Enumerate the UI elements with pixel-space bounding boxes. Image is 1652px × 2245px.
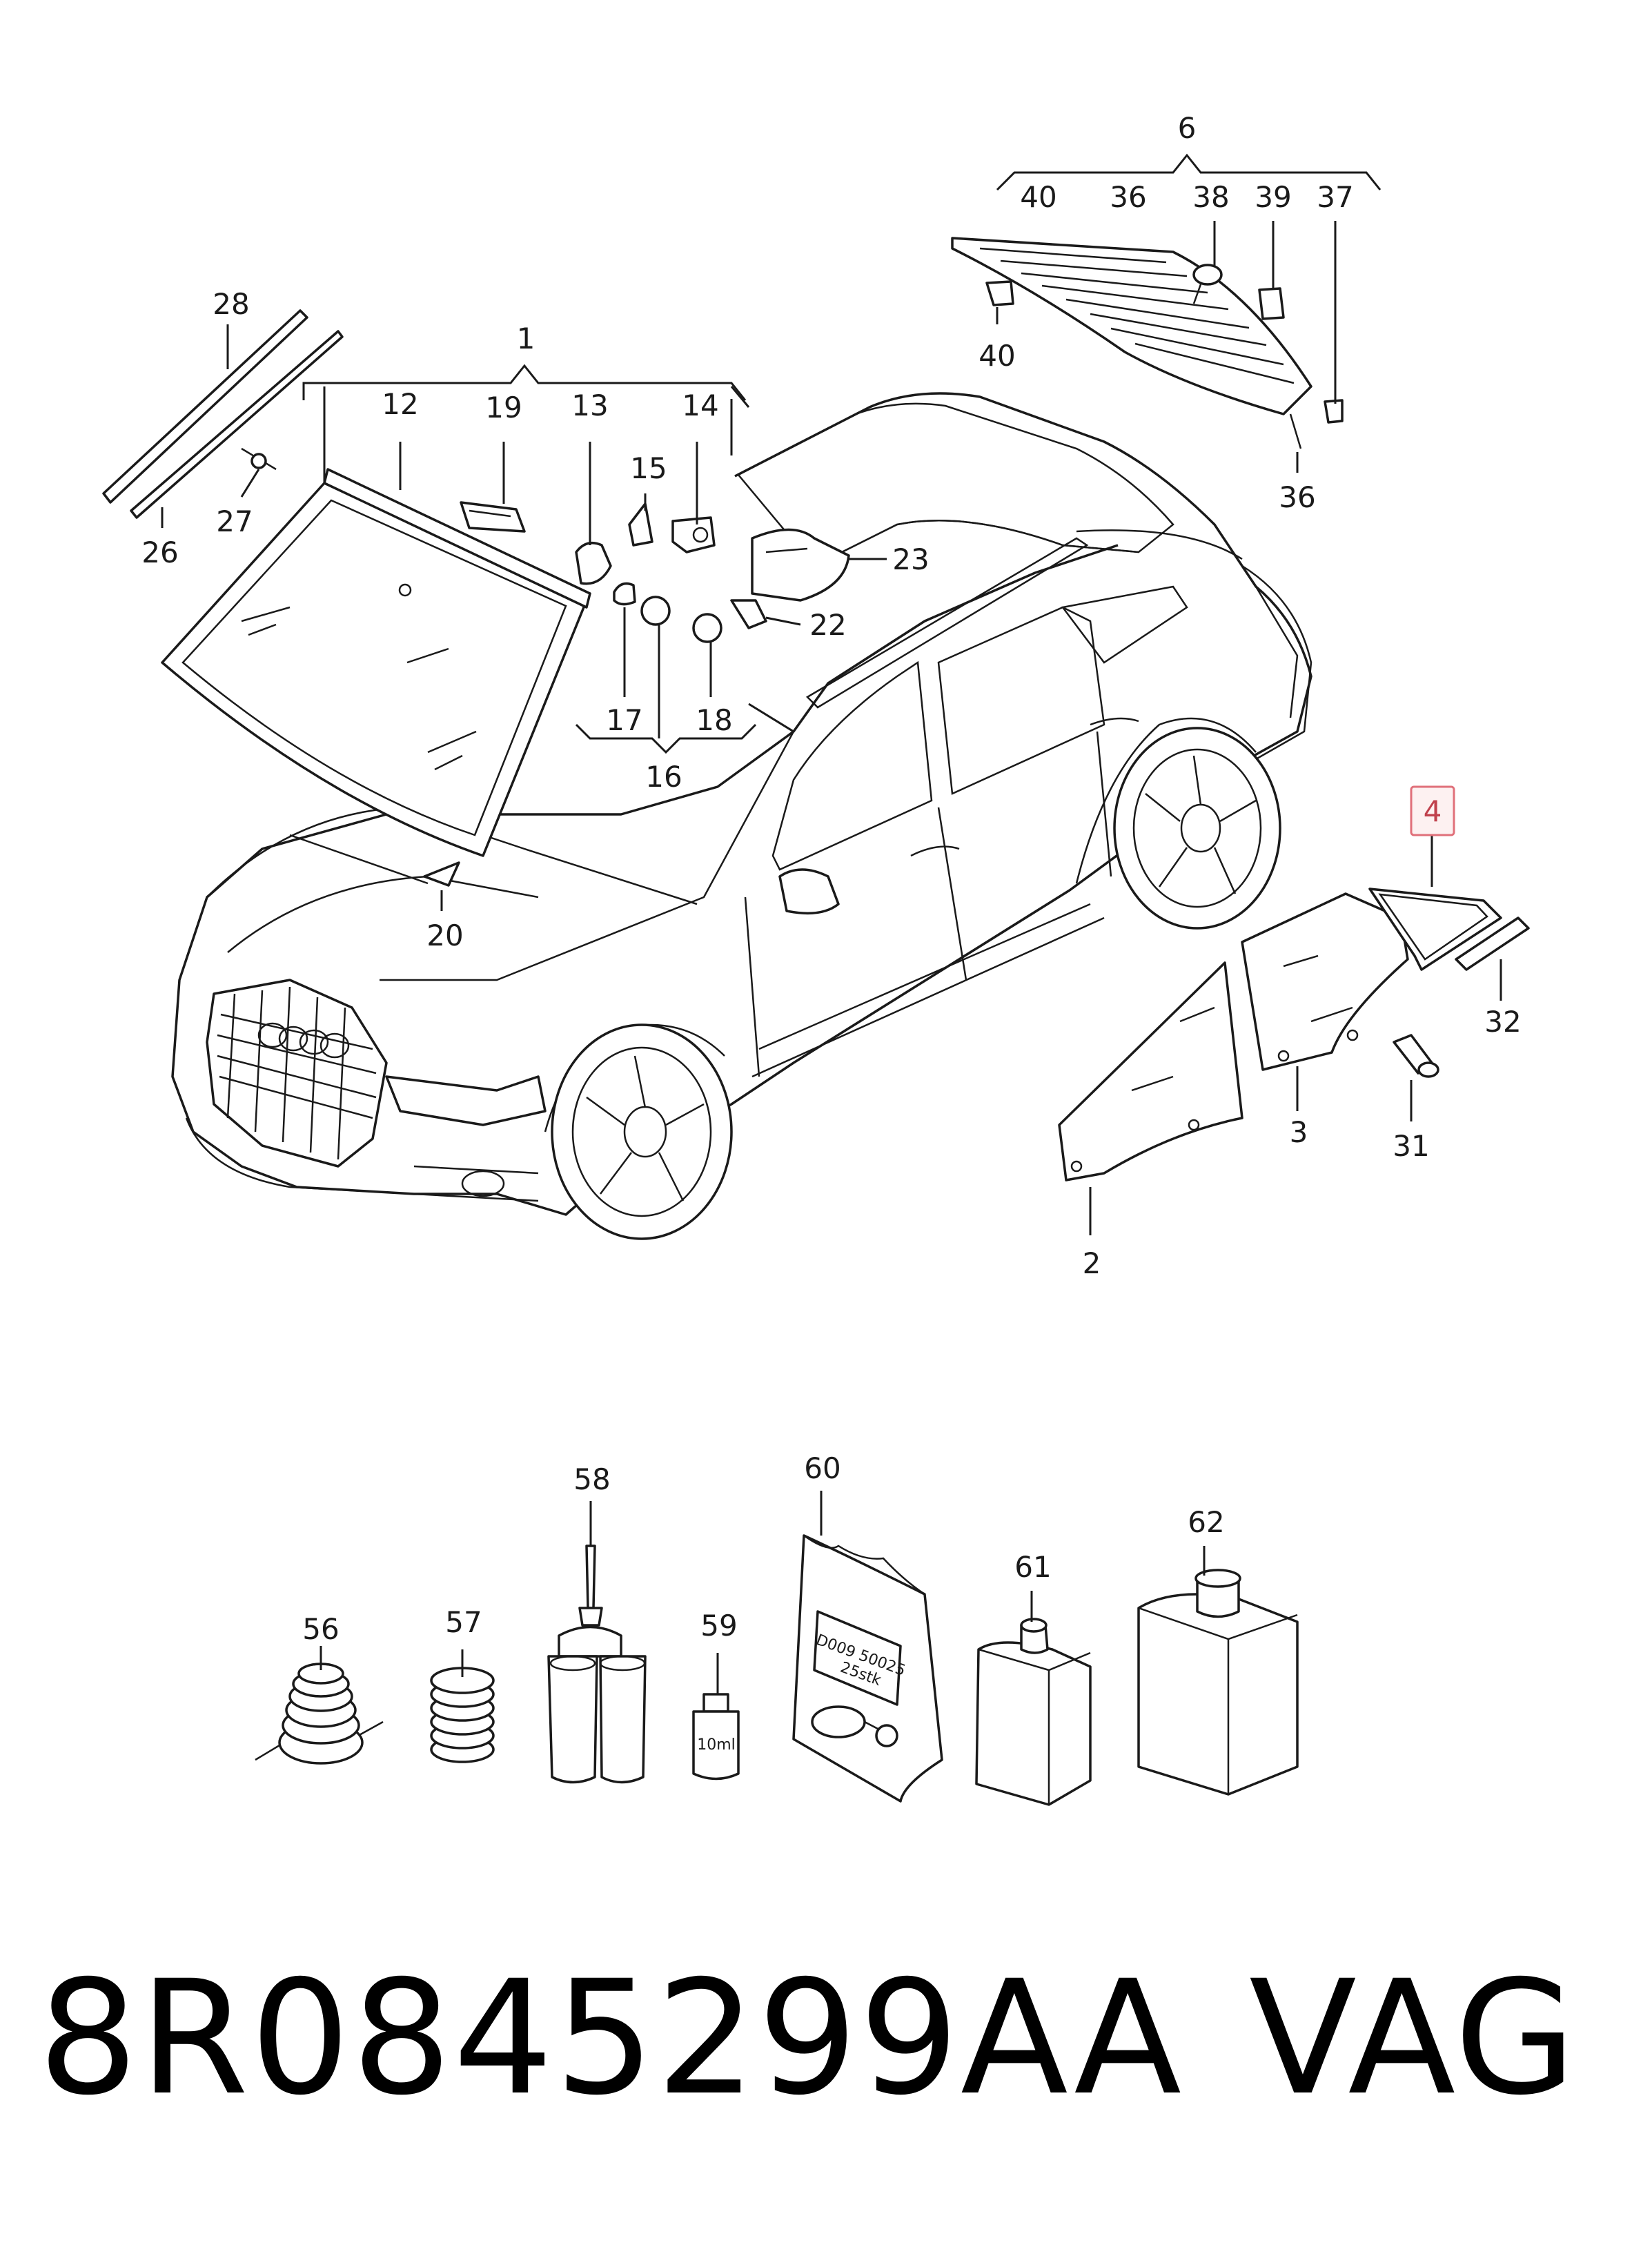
highlighted-callout-4: 4 [1410,785,1455,836]
callout-32: 32 [1484,1005,1521,1039]
grille-mesh [217,986,377,1160]
callout-37: 37 [1317,180,1353,214]
callout-40-top: 40 [1020,180,1056,214]
callout-62: 62 [1188,1505,1224,1539]
callout-61: 61 [1014,1550,1051,1584]
callout-26: 26 [141,536,178,569]
callout-39: 39 [1255,180,1291,214]
footer-caption: 8R0845299AA VAG [38,1946,1625,2130]
callout-22: 22 [809,608,846,642]
callout-28: 28 [213,287,249,321]
front-wheel [544,1023,733,1240]
callout-18: 18 [696,703,732,737]
repair-kit-packet [792,1534,943,1803]
callout-59: 59 [700,1609,737,1643]
callout-1: 1 [517,322,535,355]
callout-36-top: 36 [1110,180,1146,214]
callout-2: 2 [1083,1246,1101,1280]
highlight-box [1410,785,1455,836]
sealing-cord-coil [255,1663,384,1765]
leader-lines [161,153,1502,1694]
callout-12: 12 [382,387,418,421]
brand-name: VAG [1249,1946,1578,2130]
callout-15: 15 [630,451,667,485]
car-illustration [171,392,1312,1240]
rear-window-glass [951,237,1344,449]
vial-label: 10ml [697,1736,736,1754]
consumables [255,1534,1299,1806]
cleaner-bottle [975,1618,1092,1806]
brand-rings-icon [257,1022,350,1059]
mounting-clips [575,502,850,643]
callout-4: 4 [1424,794,1442,828]
callout-16: 16 [645,760,682,794]
callout-27: 27 [216,504,253,538]
callout-13: 13 [571,389,608,422]
wiper-strips [102,309,344,519]
callout-57: 57 [445,1605,482,1639]
callout-20: 20 [426,919,463,952]
dual-cartridge [547,1545,647,1784]
callout-19: 19 [485,391,522,424]
rear-wheel [1075,717,1281,930]
callout-31: 31 [1393,1129,1429,1163]
spiral-cord [430,1667,495,1763]
callout-58: 58 [573,1462,610,1496]
callout-56: 56 [302,1612,339,1646]
primer-vial [692,1693,740,1781]
callout-36: 36 [1279,480,1315,514]
primer-bottle [1137,1569,1299,1796]
callout-3: 3 [1290,1115,1308,1149]
door-glasses [1058,888,1530,1182]
callout-40: 40 [979,339,1015,373]
windshield-glass [161,468,591,887]
callout-23: 23 [892,542,929,576]
callout-60: 60 [804,1451,840,1485]
callout-6: 6 [1178,111,1197,145]
callout-17: 17 [606,703,642,737]
part-number: 8R0845299AA [38,1946,1183,2130]
callout-38: 38 [1192,180,1229,214]
callout-14: 14 [682,389,718,422]
callout-labels: 1 12 19 13 14 15 17 18 16 20 22 23 28 27… [141,111,1521,1646]
